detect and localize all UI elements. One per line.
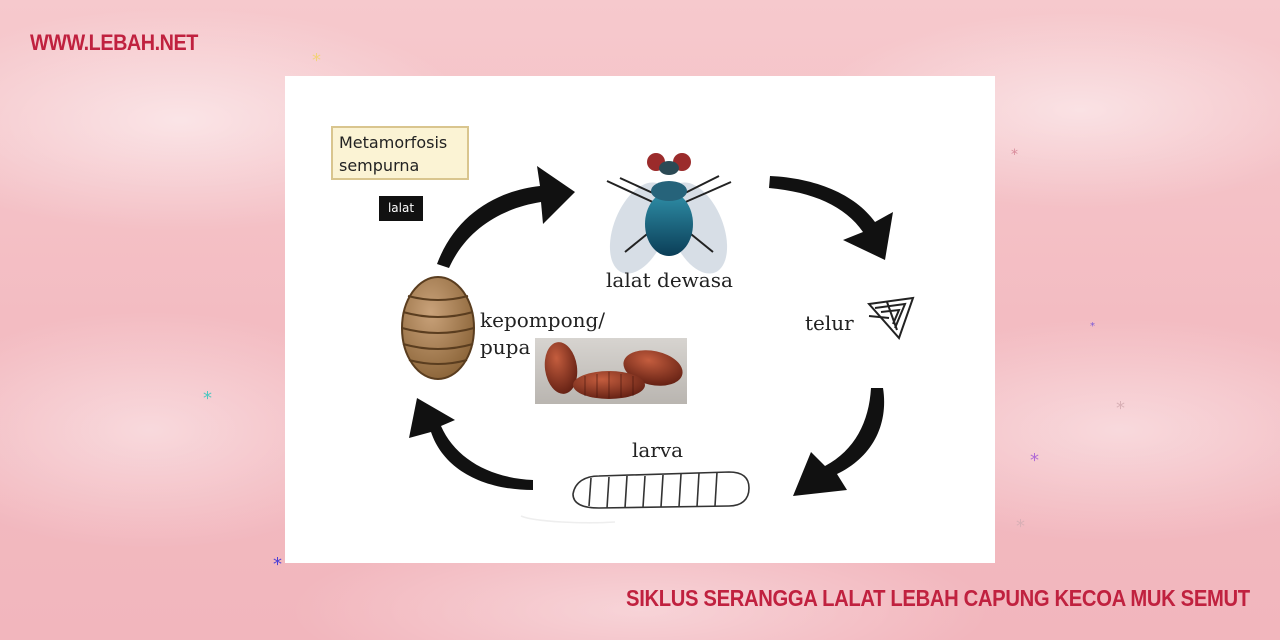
diagram-panel: Metamorfosis sempurna lalat lalat dewasa… [285,76,995,563]
fly-icon [606,153,732,274]
stage-label-pupa-line2: pupa [480,335,531,359]
diagram-title-line2: sempurna [339,156,420,175]
site-brand[interactable]: WWW.LEBAH.NET [30,30,198,55]
sparkle-icon: * [1116,398,1125,419]
egg-icon [867,296,915,340]
sparkle-icon: * [273,554,282,575]
larva-icon [520,471,750,524]
sparkle-icon: * [1030,450,1039,471]
cycle-arrow [793,388,885,496]
diagram-title-line1: Metamorfosis [339,133,448,152]
stage-label-egg: telur [805,311,854,335]
stage-label-larva: larva [632,438,684,462]
stage-label-adult: lalat dewasa [606,268,733,292]
pupa-photo [535,338,687,404]
sparkle-icon: * [312,50,321,71]
sparkle-icon: * [1011,147,1018,163]
cycle-arrow [437,166,575,268]
diagram-title: Metamorfosis sempurna [331,126,469,180]
cycle-arrow [409,398,533,490]
sparkle-icon: * [1016,516,1025,537]
page-caption: SIKLUS SERANGGA LALAT LEBAH CAPUNG KECOA… [626,585,1250,611]
cycle-arrow [769,176,893,260]
diagram-tag: lalat [379,196,423,221]
sparkle-icon: * [203,388,212,409]
cycle-diagram [401,153,915,524]
stage-label-pupa-line1: kepompong/ [480,308,606,332]
pupa-icon [401,276,475,380]
sparkle-icon: * [1090,321,1095,332]
